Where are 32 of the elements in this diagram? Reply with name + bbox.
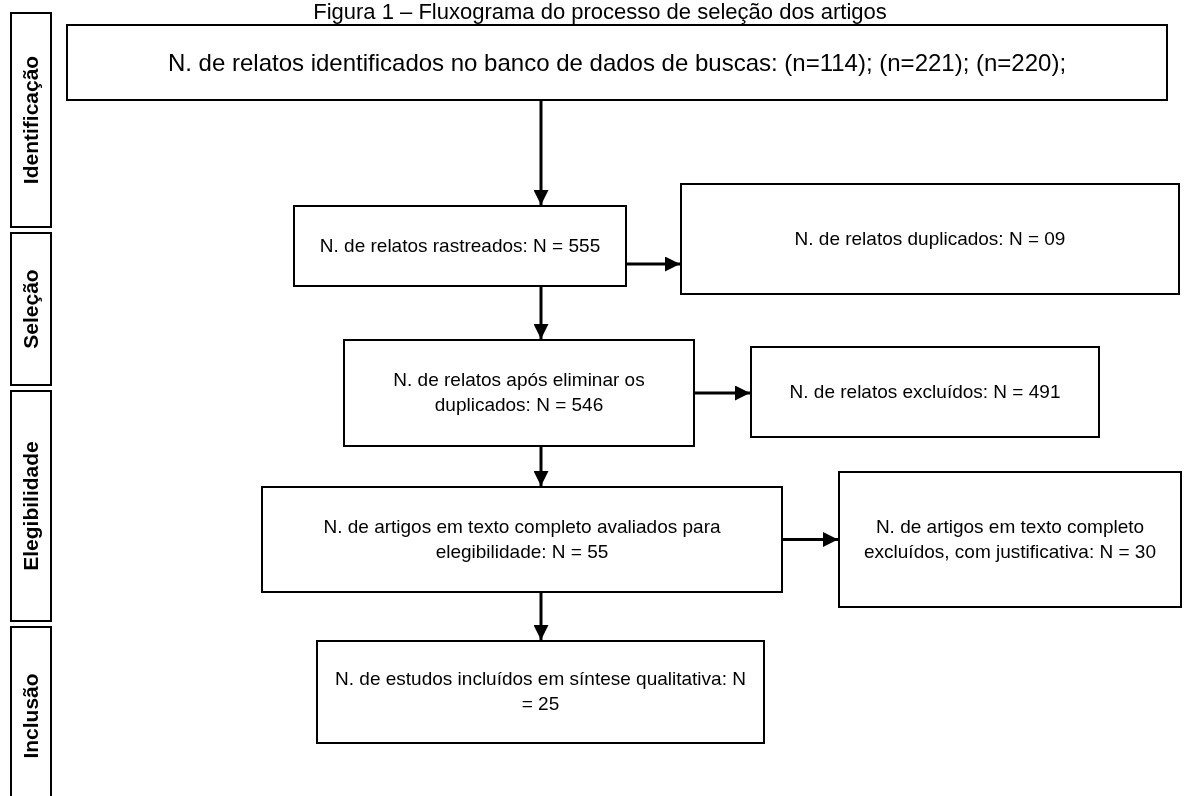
phase-label: Elegibilidade — [19, 441, 43, 571]
process-box — [261, 486, 783, 593]
phase-label-box — [10, 626, 52, 796]
process-box — [343, 339, 695, 447]
process-box — [316, 640, 765, 744]
process-box — [66, 24, 1168, 101]
arrow — [533, 287, 549, 339]
box-text: N. de relatos rastreados: N = 555 — [319, 233, 601, 258]
arrow — [783, 532, 838, 547]
arrow — [627, 256, 680, 272]
arrow — [533, 447, 549, 486]
process-box — [750, 346, 1100, 438]
box-text: N. de relatos excluídos: N = 491 — [789, 379, 1061, 404]
process-box — [680, 183, 1180, 295]
phase-label-box — [10, 390, 52, 622]
process-box — [838, 471, 1182, 608]
process-box — [293, 205, 627, 287]
arrow — [695, 385, 750, 401]
phase-label: Identificação — [19, 55, 43, 185]
arrow — [533, 593, 549, 640]
figure-title: Figura 1 – Fluxograma do processo de seleção dos artigos — [312, 0, 888, 24]
box-text: N. de artigos em texto completo excluídos, com justificativa: N = 30 — [863, 514, 1157, 564]
phase-label-box — [10, 232, 52, 386]
phase-label-box — [10, 12, 52, 228]
box-text: N. de artigos em texto completo avaliados para elegibilidade: N = 55 — [322, 514, 722, 564]
phase-label: Inclusão — [19, 673, 43, 759]
box-text: N. de estudos incluídos em síntese qualitativa: N = 25 — [334, 667, 747, 716]
arrow — [533, 101, 549, 205]
box-text: N. de relatos identificados no banco de dados de buscas: (n=114); (n=221); (n=220); — [167, 47, 1067, 78]
box-text: N. de relatos duplicados: N = 09 — [794, 226, 1066, 251]
box-text: N. de relatos após eliminar os duplicados: N = 546 — [392, 368, 646, 417]
phase-label: Seleção — [19, 269, 43, 349]
